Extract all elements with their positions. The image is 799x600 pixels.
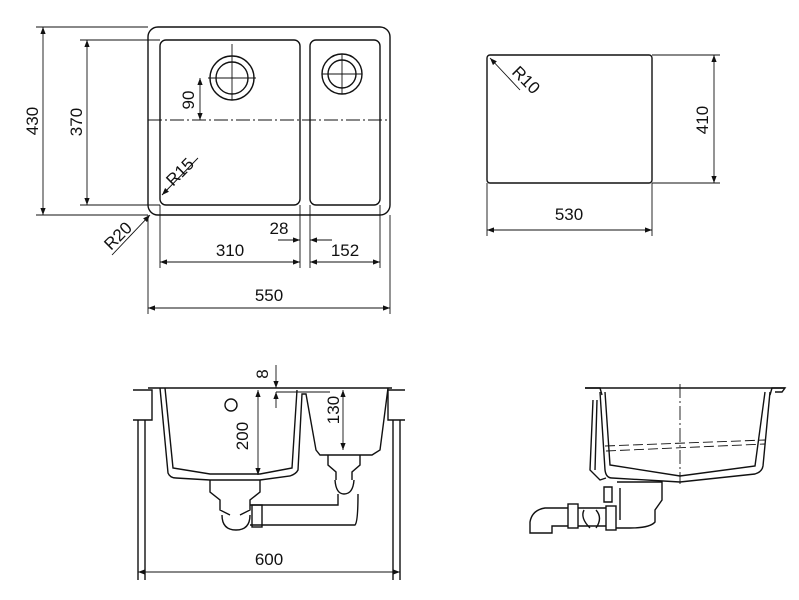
top-view: 430 370 90 R15 R20 310 28 152 550 [23, 26, 391, 314]
dim-410: 410 [693, 106, 712, 134]
side-waste [616, 481, 663, 529]
bowl-profile [159, 387, 389, 481]
side-rim [585, 387, 787, 396]
overflow-hole [224, 398, 238, 412]
front-view: 200 8 130 600 [133, 365, 405, 580]
dim-r20: R20 [100, 218, 135, 253]
dim-8: 8 [253, 369, 272, 378]
dim-130: 130 [324, 396, 343, 424]
side-elbow [529, 507, 568, 534]
dim-28: 28 [270, 219, 289, 238]
dim-370: 370 [67, 108, 86, 136]
small-drain [321, 53, 363, 95]
side-bowl [599, 391, 771, 483]
cutout-outline [486, 54, 653, 184]
overflow-pipe [589, 399, 607, 481]
dim-152: 152 [331, 241, 359, 260]
dim-r15: R15 [162, 154, 197, 189]
side-view [529, 384, 787, 534]
dim-600: 600 [255, 550, 283, 569]
dim-310: 310 [216, 241, 244, 260]
dim-530: 530 [555, 205, 583, 224]
dim-430: 430 [23, 107, 42, 135]
dim-r10: R10 [508, 62, 543, 97]
sink-outline [147, 26, 391, 216]
countertop [133, 389, 405, 421]
main-drain [208, 44, 256, 101]
dim-90: 90 [179, 91, 198, 110]
dim-550: 550 [255, 286, 283, 305]
small-waste [327, 455, 361, 480]
main-bowl [159, 39, 301, 206]
main-waste [209, 480, 261, 516]
dim-200: 200 [233, 422, 252, 450]
small-bowl [309, 39, 381, 206]
connecting-pipe [250, 493, 359, 526]
cutout-view: 410 530 R10 [486, 54, 720, 236]
